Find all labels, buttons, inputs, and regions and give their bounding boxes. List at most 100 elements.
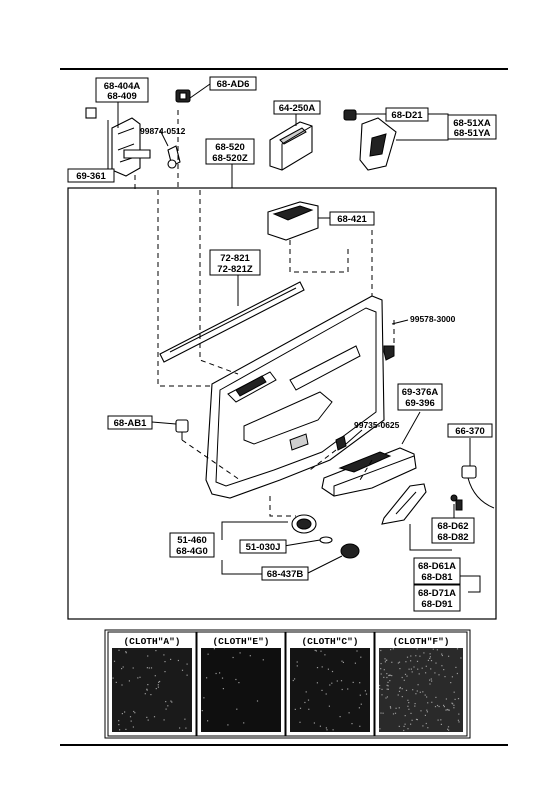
fabric-speckle xyxy=(401,676,403,679)
fabric-speckle xyxy=(341,688,343,691)
svg-text:51-030J: 51-030J xyxy=(246,542,281,553)
fabric-speckle xyxy=(416,719,418,721)
fabric-speckle xyxy=(236,708,238,710)
fabric-speckle xyxy=(425,672,427,674)
label-68-d21: 68-D21 xyxy=(385,107,429,122)
fabric-speckle xyxy=(347,688,349,690)
svg-text:68-D81: 68-D81 xyxy=(421,572,453,583)
fabric-speckle xyxy=(170,700,172,702)
fabric-speckle xyxy=(436,649,438,651)
fabric-speckle xyxy=(132,726,134,728)
fabric-speckle xyxy=(159,680,161,683)
label-69-376a: 69-376A 69-396 xyxy=(397,383,443,411)
swatch-cloth-c: (CLOTH"C") xyxy=(285,631,375,737)
fabric-speckle xyxy=(316,682,318,684)
fabric-speckle xyxy=(414,703,416,705)
fabric-speckle xyxy=(118,649,120,651)
label-68-51xa: 68-51XA 68-51YA xyxy=(447,114,497,140)
fabric-speckle xyxy=(403,729,405,732)
fabric-speckle xyxy=(416,660,419,662)
fabric-speckle xyxy=(406,656,409,658)
fabric-speckle xyxy=(331,682,333,684)
weatherstrip-part xyxy=(159,281,305,363)
switch-part-d21 xyxy=(343,109,357,121)
fabric-speckle xyxy=(445,709,447,711)
fabric-speckle xyxy=(119,729,121,731)
label-64-250a: 64-250A xyxy=(273,100,321,115)
fabric-speckle xyxy=(164,671,166,673)
fabric-speckle xyxy=(386,696,388,698)
cap-part-51-030j xyxy=(319,536,333,544)
fabric-speckle xyxy=(207,720,209,722)
svg-text:69-396: 69-396 xyxy=(405,398,435,409)
fabric-speckle xyxy=(429,653,431,655)
fabric-speckle xyxy=(186,663,188,665)
fabric-speckle xyxy=(124,711,126,713)
fabric-speckle xyxy=(441,654,443,657)
label-99735: 99735-0625 xyxy=(354,420,400,430)
fabric-speckle xyxy=(359,725,361,727)
fabric-speckle xyxy=(256,700,259,702)
svg-text:68-AB1: 68-AB1 xyxy=(114,418,147,429)
button-part-437b xyxy=(340,543,360,559)
fabric-speckle xyxy=(398,725,400,727)
fabric-speckle xyxy=(207,653,209,655)
svg-text:99874-0512: 99874-0512 xyxy=(140,126,186,136)
fabric-speckle xyxy=(408,668,410,670)
fabric-speckle xyxy=(121,713,123,715)
fabric-speckle xyxy=(249,655,251,657)
label-72-821: 72-821 72-821Z xyxy=(209,249,261,276)
fabric-speckle xyxy=(139,676,141,678)
label-68-d61a: 68-D61A 68-D81 xyxy=(413,557,461,585)
svg-text:68-4G0: 68-4G0 xyxy=(176,546,208,557)
fabric-speckle xyxy=(389,706,391,708)
svg-text:68-520Z: 68-520Z xyxy=(212,153,248,164)
fabric-speckle xyxy=(313,722,315,724)
fabric-speckle xyxy=(379,684,381,687)
fabric-speckle xyxy=(426,696,428,698)
fabric-speckle xyxy=(429,683,431,685)
fabric-speckle xyxy=(424,694,426,696)
fabric-speckle xyxy=(408,708,410,710)
fabric-speckle xyxy=(429,679,431,681)
fabric-speckle xyxy=(411,671,413,673)
fabric-speckle xyxy=(243,722,245,724)
swatch-cloth-a: (CLOTH"A") xyxy=(107,631,197,737)
svg-text:68-D82: 68-D82 xyxy=(437,532,468,543)
fabric-speckle xyxy=(219,672,221,674)
fabric-speckle xyxy=(386,688,388,690)
fabric-speckle xyxy=(147,719,149,721)
fabric-speckle xyxy=(130,720,132,722)
fabric-texture xyxy=(112,648,462,732)
label-51-460: 51-460 68-4G0 xyxy=(169,532,215,558)
fabric-speckle xyxy=(407,705,409,707)
fabric-speckle xyxy=(150,694,152,696)
label-68-437b: 68-437B xyxy=(261,566,309,581)
fabric-speckle xyxy=(457,698,460,700)
fabric-speckle xyxy=(410,660,412,662)
fabric-speckle xyxy=(453,691,455,693)
fabric-speckle xyxy=(429,656,431,658)
fabric-speckle xyxy=(448,729,450,731)
fabric-speckle xyxy=(325,727,327,729)
fabric-speckle xyxy=(118,720,120,722)
fabric-speckle xyxy=(399,668,401,670)
fabric-speckle xyxy=(426,709,428,711)
fabric-speckle xyxy=(336,680,338,682)
fabric-speckle xyxy=(445,698,447,700)
fabric-speckle xyxy=(238,682,240,684)
fabric-speckle xyxy=(410,668,412,670)
fabric-speckle xyxy=(299,707,302,709)
fabric-speckle xyxy=(443,706,445,708)
fabric-speckle xyxy=(213,648,215,650)
fabric-speckle xyxy=(386,684,388,686)
svg-text:68-D71A: 68-D71A xyxy=(418,588,456,599)
swatch-frame xyxy=(104,629,471,739)
fabric-speckle xyxy=(348,712,350,714)
fabric-speckle xyxy=(121,668,123,670)
fabric-speckle xyxy=(430,668,432,670)
fabric-speckle xyxy=(384,658,386,660)
fabric-speckle xyxy=(384,661,386,663)
fabric-speckle xyxy=(125,651,127,653)
svg-text:68-D21: 68-D21 xyxy=(391,110,423,121)
